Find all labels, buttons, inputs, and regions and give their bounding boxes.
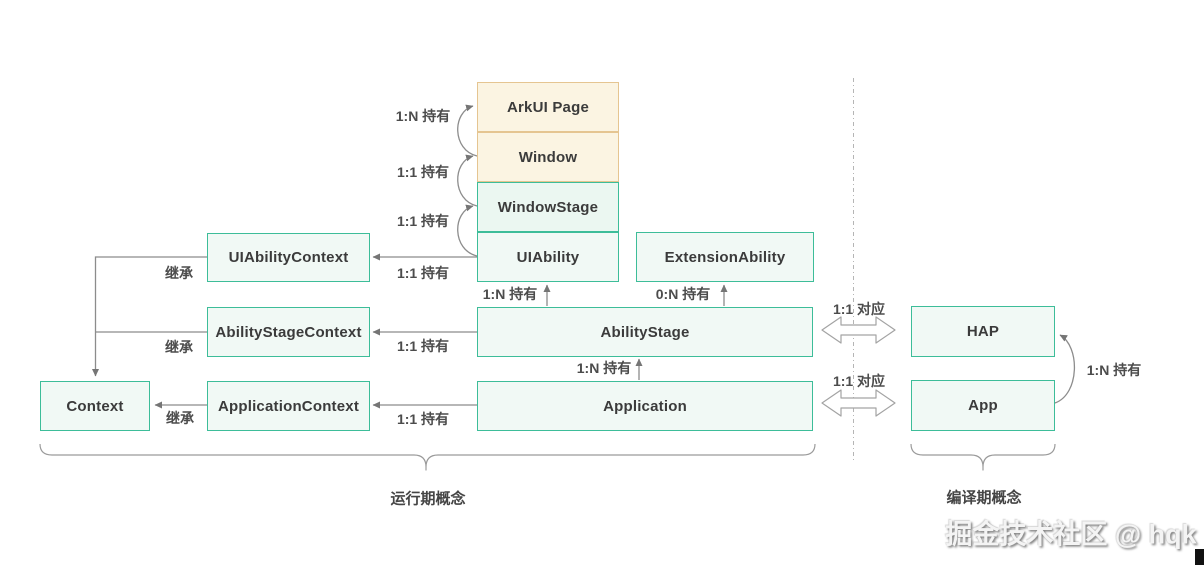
- edge-label-uiability-hold-windowstage: 1:1 持有: [396, 213, 450, 229]
- arrow-window-to-arkuipage: [457, 104, 478, 157]
- double-arrow-application-app: [821, 389, 896, 417]
- edge-label-map-abilitystage-hap: 1:1 对应: [832, 301, 886, 317]
- box-ability-stage: AbilityStage: [477, 307, 813, 357]
- double-arrow-abilitystage-hap: [821, 316, 896, 344]
- edge-label-application-hold-abilitystage: 1:N 持有: [576, 360, 632, 376]
- box-uiability-context: UIAbilityContext: [207, 233, 370, 282]
- box-application-context: ApplicationContext: [207, 381, 370, 431]
- edge-label-app-hold-hap: 1:N 持有: [1086, 362, 1142, 378]
- compile-brace: [910, 443, 1056, 471]
- box-window: Window: [477, 132, 619, 182]
- box-window-stage: WindowStage: [477, 182, 619, 232]
- edge-label-application-hold-context: 1:1 持有: [396, 411, 450, 427]
- arrow-inherit-uiabilitycontext-to-context: [92, 256, 207, 377]
- box-ability-stage-context: AbilityStageContext: [207, 307, 370, 357]
- runtime-brace: [39, 443, 816, 471]
- box-extension-ability: ExtensionAbility: [636, 232, 814, 282]
- box-hap: HAP: [911, 306, 1055, 357]
- box-context: Context: [40, 381, 150, 431]
- watermark-text: 掘金技术社区 @ hqk: [945, 519, 1197, 550]
- arrow-uiability-to-windowstage: [457, 204, 478, 257]
- box-uiability: UIAbility: [477, 232, 619, 282]
- box-application: Application: [477, 381, 813, 431]
- corner-artifact: [1195, 549, 1204, 565]
- region-label-compile-concepts: 编译期概念: [946, 489, 1022, 507]
- box-app: App: [911, 380, 1055, 431]
- edge-label-abilitystage-hold-extension: 0:N 持有: [655, 286, 711, 302]
- edge-label-abilitystage-hold-uiability: 1:N 持有: [482, 286, 538, 302]
- arrow-windowstage-to-window: [457, 154, 478, 207]
- edge-label-inherit-application: 继承: [166, 410, 194, 426]
- edge-label-window-hold-pages: 1:N 持有: [395, 108, 451, 124]
- edge-label-inherit-abilitystage: 继承: [165, 339, 193, 355]
- edge-label-inherit-uiability: 继承: [165, 265, 193, 281]
- edge-label-map-application-app: 1:1 对应: [832, 373, 886, 389]
- edge-label-windowstage-hold-window: 1:1 持有: [396, 164, 450, 180]
- edge-label-uiability-hold-context: 1:1 持有: [396, 265, 450, 281]
- box-arkui-page: ArkUI Page: [477, 82, 619, 132]
- region-label-runtime-concepts: 运行期概念: [390, 490, 466, 508]
- arrow-app-to-hap: [1054, 334, 1076, 404]
- edge-label-abilitystage-hold-context: 1:1 持有: [396, 338, 450, 354]
